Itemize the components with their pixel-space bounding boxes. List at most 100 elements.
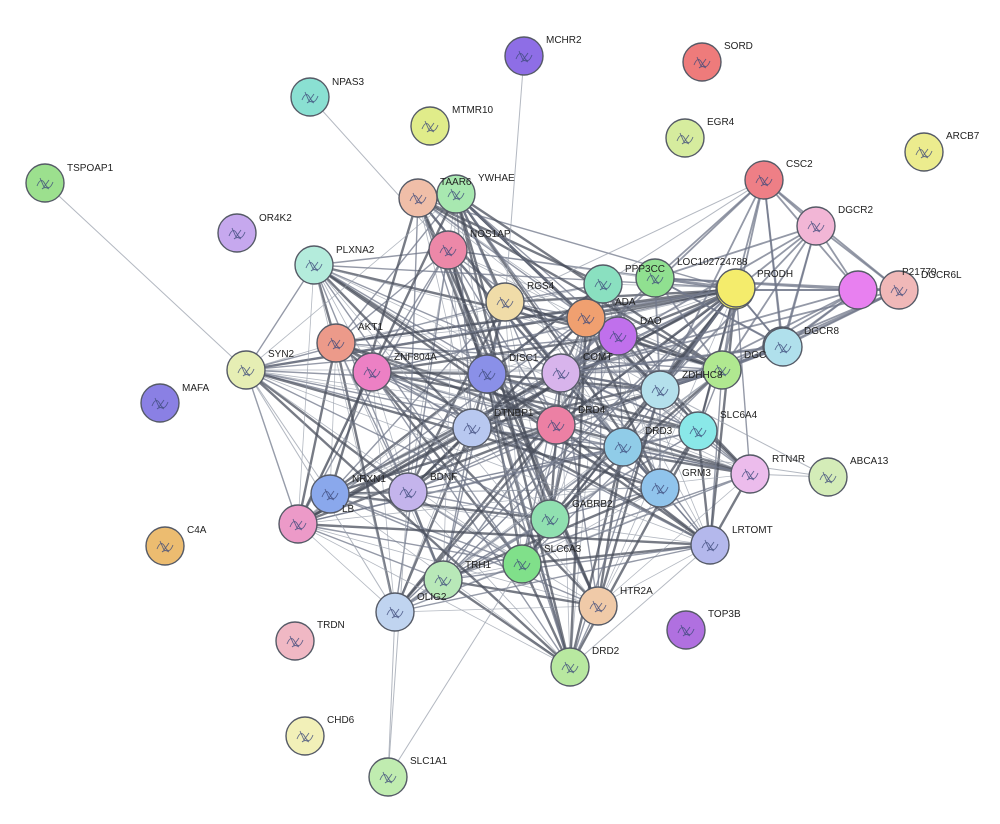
edge-slc1a1-olig2 xyxy=(387,611,396,778)
node-c4a[interactable] xyxy=(145,526,185,566)
node-dgc[interactable] xyxy=(702,350,742,390)
node-slc6a4[interactable] xyxy=(678,411,718,451)
edge-dgcr2-loc102724788 xyxy=(654,225,817,279)
node-htr2a[interactable] xyxy=(578,586,618,626)
node-dgcr6l[interactable] xyxy=(879,270,919,310)
node-circle xyxy=(730,454,770,494)
label-or4k2: OR4K2 xyxy=(259,213,292,224)
node-grm3[interactable] xyxy=(640,468,680,508)
label-dgcr2: DGCR2 xyxy=(838,205,873,216)
node-circle xyxy=(879,270,919,310)
node-ywhae[interactable] xyxy=(436,174,476,214)
node-bdnf[interactable] xyxy=(388,472,428,512)
node-disc1[interactable] xyxy=(467,354,507,394)
node-akt1[interactable] xyxy=(316,323,356,363)
node-znf804a[interactable] xyxy=(352,352,392,392)
protein-structure-icon xyxy=(677,624,695,637)
edge-zdhhc8-syn2 xyxy=(245,369,661,391)
node-chd6[interactable] xyxy=(285,716,325,756)
edge-akt1-nrxn1 xyxy=(329,342,337,495)
label-slc1a1: SLC1A1 xyxy=(410,756,448,767)
node-circle xyxy=(375,592,415,632)
node-arcb7[interactable] xyxy=(904,132,944,172)
node-dao[interactable] xyxy=(598,316,638,356)
edge-znf804a-drd2 xyxy=(371,371,571,668)
node-taar6[interactable] xyxy=(398,178,438,218)
node-loc102724788[interactable] xyxy=(635,258,675,298)
node-rgs4[interactable] xyxy=(485,282,525,322)
edge-trh1-rtn4r xyxy=(442,473,751,581)
node-circle xyxy=(294,245,334,285)
node-slc6a3[interactable] xyxy=(502,544,542,584)
node-mafa[interactable] xyxy=(140,383,180,423)
node-circle xyxy=(352,352,392,392)
edge-dtnbp1-ywhae xyxy=(455,193,473,429)
node-dgcr2[interactable] xyxy=(796,206,836,246)
node-egr4[interactable] xyxy=(665,118,705,158)
edge-loc102724788-node54 xyxy=(654,277,784,348)
node-syn2[interactable] xyxy=(226,350,266,390)
network-nodes xyxy=(25,36,944,797)
node-drd2[interactable] xyxy=(550,647,590,687)
node-ppp3cc[interactable] xyxy=(583,264,623,304)
node-nos1ap[interactable] xyxy=(428,230,468,270)
node-circle xyxy=(690,525,730,565)
node-unlabeled-54[interactable] xyxy=(763,327,803,367)
node-dtnbp1[interactable] xyxy=(452,408,492,448)
node-abca13[interactable] xyxy=(808,457,848,497)
edge-node53-syn2 xyxy=(245,369,299,525)
node-plxna2[interactable] xyxy=(294,245,334,285)
edge-nos1ap-plxna2 xyxy=(313,249,449,266)
node-top3b[interactable] xyxy=(666,610,706,650)
node-olig2[interactable] xyxy=(375,592,415,632)
label-ppp3cc: PPP3CC xyxy=(625,264,665,275)
node-npas3[interactable] xyxy=(290,77,330,117)
edge-bdnf-node52 xyxy=(407,317,587,493)
node-unlabeled-50[interactable] xyxy=(716,268,756,308)
label-plxna2: PLXNA2 xyxy=(336,245,375,256)
node-zdhhc8[interactable] xyxy=(640,370,680,410)
label-top3b: TOP3B xyxy=(708,609,741,620)
node-circle xyxy=(763,327,803,367)
node-tspoap1[interactable] xyxy=(25,163,65,203)
node-slc1a1[interactable] xyxy=(368,757,408,797)
node-mchr2[interactable] xyxy=(504,36,544,76)
label-abca13: ABCA13 xyxy=(850,456,889,467)
edge-node50-node53 xyxy=(297,286,737,526)
node-nrxn1[interactable] xyxy=(310,474,350,514)
node-sord[interactable] xyxy=(682,42,722,82)
protein-structure-icon xyxy=(774,341,792,354)
node-csc2[interactable] xyxy=(744,160,784,200)
node-comt[interactable] xyxy=(541,353,581,393)
node-drd4[interactable] xyxy=(536,405,576,445)
node-drd3[interactable] xyxy=(603,427,643,467)
edge-znf804a-htr2a xyxy=(371,371,599,607)
node-circle xyxy=(598,316,638,356)
node-unlabeled-52[interactable] xyxy=(566,298,606,338)
node-trdn[interactable] xyxy=(275,621,315,661)
edge-grm3-slc6a3 xyxy=(521,487,661,565)
protein-structure-icon xyxy=(409,192,427,205)
node-or4k2[interactable] xyxy=(217,213,257,253)
edge-lrtomt-node52 xyxy=(585,317,711,546)
node-lrtomt[interactable] xyxy=(690,525,730,565)
node-mtmr10[interactable] xyxy=(410,106,450,146)
edge-drd4-trh1 xyxy=(442,424,557,581)
edge-trh1-plxna2 xyxy=(313,264,444,581)
node-circle xyxy=(145,526,185,566)
edge-plxna2-node53 xyxy=(297,264,315,525)
label-trh1: TRH1 xyxy=(465,560,492,571)
edge-csc2-loc102724788 xyxy=(654,179,765,279)
edge-disc1-rtn4r xyxy=(486,373,751,475)
label-csc2: CSC2 xyxy=(786,159,813,170)
node-unlabeled-53[interactable] xyxy=(278,504,318,544)
node-gabrb2[interactable] xyxy=(530,499,570,539)
node-rtn4r[interactable] xyxy=(730,454,770,494)
node-circle xyxy=(678,411,718,451)
edge-slc6a3-syn2 xyxy=(245,369,523,565)
edge-drd4-olig2 xyxy=(394,424,557,613)
node-circle xyxy=(640,468,680,508)
node-circle xyxy=(290,77,330,117)
node-unlabeled-51[interactable] xyxy=(838,270,878,310)
node-trh1[interactable] xyxy=(423,560,463,600)
